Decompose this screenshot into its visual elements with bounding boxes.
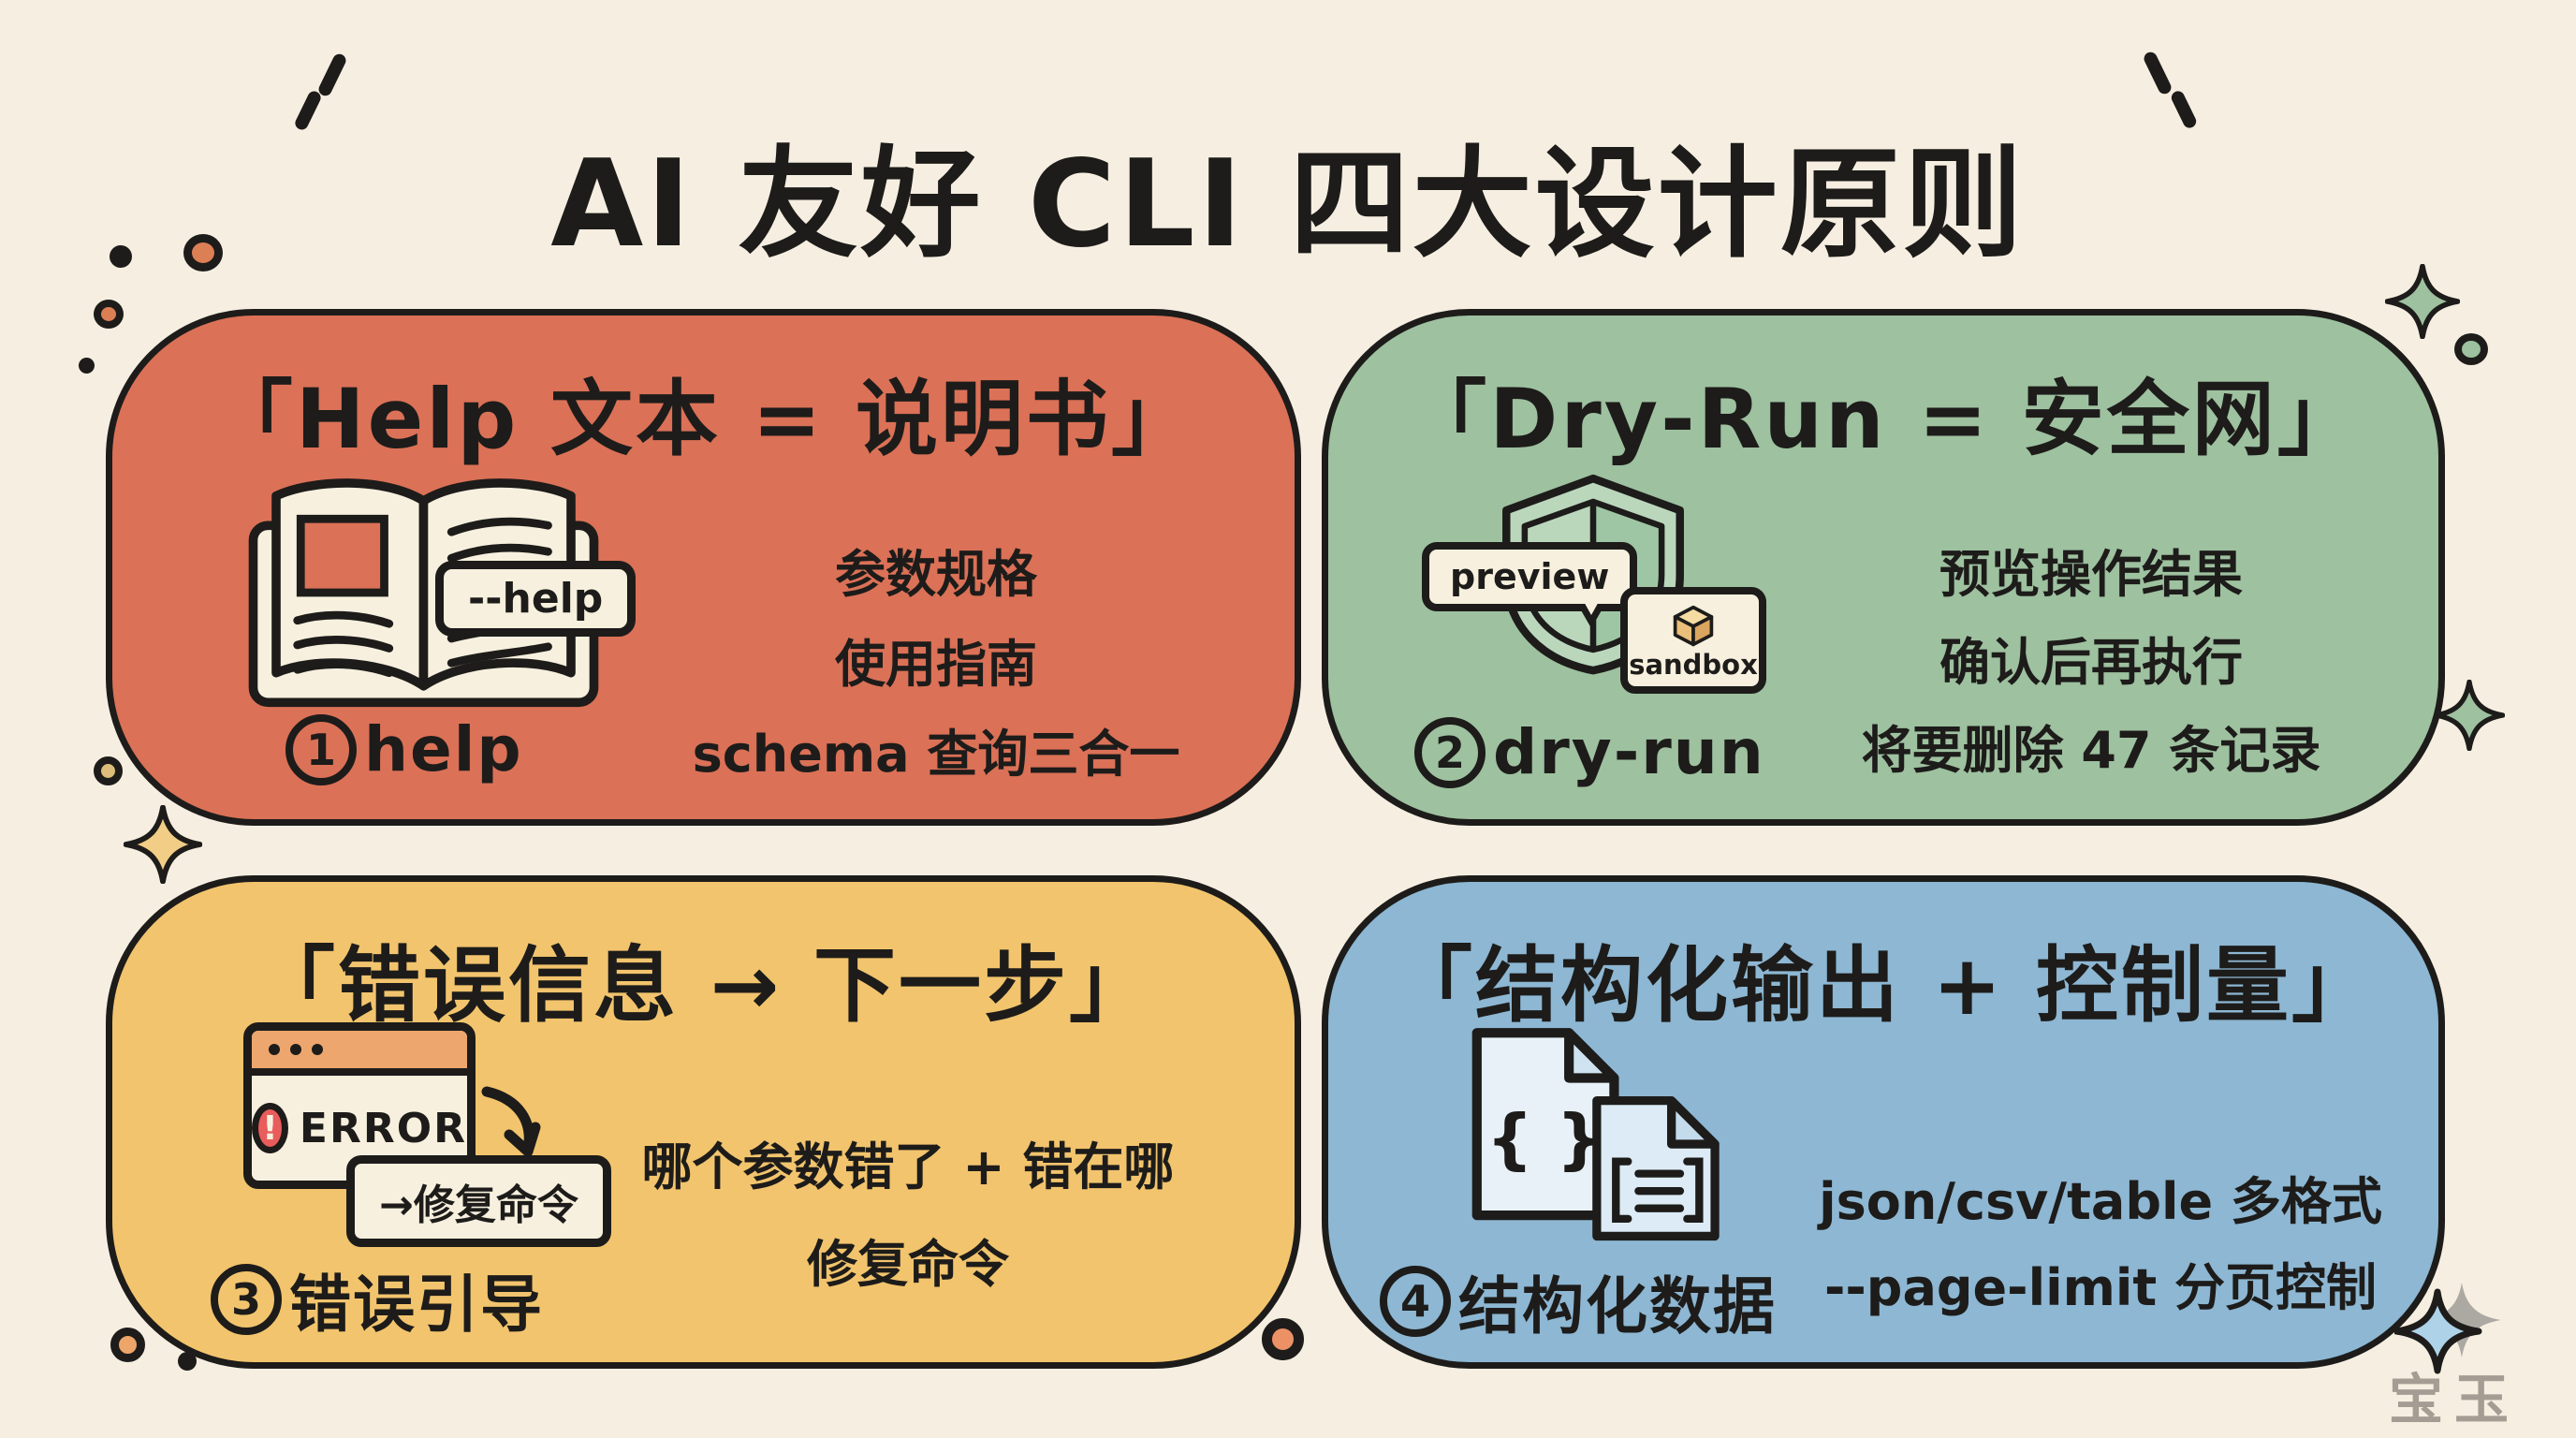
help-flag-tag: --help xyxy=(435,561,637,637)
dot-decoration xyxy=(79,358,95,374)
dot-decoration xyxy=(110,245,132,268)
sparkle-icon xyxy=(2385,264,2460,339)
line: 确认后再执行 xyxy=(1939,633,2243,692)
dot-decoration xyxy=(94,756,123,785)
line: 哪个参数错了 + 错在哪 xyxy=(641,1137,1175,1196)
circled-number-icon: 1 xyxy=(285,713,357,785)
card-structured-lines: json/csv/table 多格式 --page-limit 分页控制 xyxy=(1768,1177,2433,1313)
dot-decoration xyxy=(183,234,223,271)
card-help-title: 「Help 文本 = 说明书」 xyxy=(210,371,1197,467)
card-structured-title: 「结构化输出 + 控制量」 xyxy=(1389,937,2377,1034)
fix-command-tag: →修复命令 xyxy=(346,1155,611,1247)
preview-label: preview xyxy=(1450,556,1610,597)
card-structured-number: 4 结构化数据 xyxy=(1380,1256,1777,1346)
dot-decoration xyxy=(2454,333,2488,365)
sandbox-cube-icon xyxy=(1673,605,1714,647)
title-tick-icon xyxy=(2142,50,2174,96)
dot-decoration xyxy=(110,1328,145,1362)
card-error-lines: 哪个参数错了 + 错在哪 修复命令 xyxy=(534,1142,1282,1290)
help-flag-label: --help xyxy=(468,575,604,623)
card-dryrun-number: 2 dry-run xyxy=(1414,716,1765,788)
page-title: AI 友好 CLI 四大设计原则 xyxy=(550,134,2026,274)
title-tick-icon xyxy=(316,51,348,98)
line: json/csv/table 多格式 xyxy=(1819,1172,2382,1231)
window-body: ! ERROR xyxy=(252,1076,467,1181)
card-error-number: 3 错误引导 xyxy=(211,1255,544,1344)
open-book-icon: --help xyxy=(243,465,730,746)
card-dryrun-title: 「Dry-Run = 安全网」 xyxy=(1404,371,2363,467)
card-help: 「Help 文本 = 说明书」 --help 1 help xyxy=(106,309,1301,826)
card-error-title: 「错误信息 → 下一步」 xyxy=(252,937,1154,1034)
sandbox-badge: sandbox xyxy=(1620,587,1766,694)
line: --page-limit 分页控制 xyxy=(1823,1258,2378,1317)
curly-braces-glyph: { } xyxy=(1486,1101,1603,1178)
card-help-lines: 参数规格 使用指南 schema 查询三合一 xyxy=(599,550,1273,780)
sparkle-icon xyxy=(2434,680,2505,751)
json-documents-icon: { } xyxy=(1464,1024,1726,1241)
circled-number-icon: 2 xyxy=(1414,716,1486,788)
error-window-icon: ! ERROR →修复命令 xyxy=(243,1022,730,1331)
card-error: 「错误信息 → 下一步」 ! ERROR →修复命令 3 错误引导 哪个参数错 xyxy=(106,875,1301,1369)
sparkle-icon xyxy=(2394,1283,2501,1374)
card-help-number: 1 help xyxy=(285,713,523,785)
sparkle-icon xyxy=(124,805,202,884)
line: 将要删除 47 条记录 xyxy=(1861,721,2321,780)
watermark: 宝玉 xyxy=(2389,1368,2521,1431)
line: 修复命令 xyxy=(807,1235,1009,1294)
line: schema 查询三合一 xyxy=(692,725,1180,784)
card-dryrun: 「Dry-Run = 安全网」 preview sandbox xyxy=(1322,309,2445,826)
shield-icon: preview sandbox xyxy=(1422,456,1815,746)
fix-command-label: →修复命令 xyxy=(379,1181,578,1229)
error-exclamation-icon: ! xyxy=(252,1103,288,1153)
error-label: ERROR xyxy=(299,1104,467,1152)
curved-arrow-icon xyxy=(481,1086,541,1157)
line: 参数规格 xyxy=(835,545,1037,604)
dot-decoration xyxy=(94,300,124,329)
card-dryrun-lines: 预览操作结果 确认后再执行 将要删除 47 条记录 xyxy=(1768,550,2414,776)
window-titlebar xyxy=(252,1031,467,1076)
preview-bubble: preview xyxy=(1422,542,1638,628)
card-structured: 「结构化输出 + 控制量」 { } 4 结构化数据 json/csv/table… xyxy=(1322,875,2445,1369)
dot-decoration xyxy=(178,1352,197,1371)
line: 预览操作结果 xyxy=(1939,545,2243,604)
circled-number-icon: 4 xyxy=(1380,1266,1451,1337)
circled-number-icon: 3 xyxy=(211,1264,282,1335)
dot-decoration xyxy=(1262,1318,1304,1360)
line: 使用指南 xyxy=(835,635,1037,694)
sandbox-label: sandbox xyxy=(1629,649,1758,681)
